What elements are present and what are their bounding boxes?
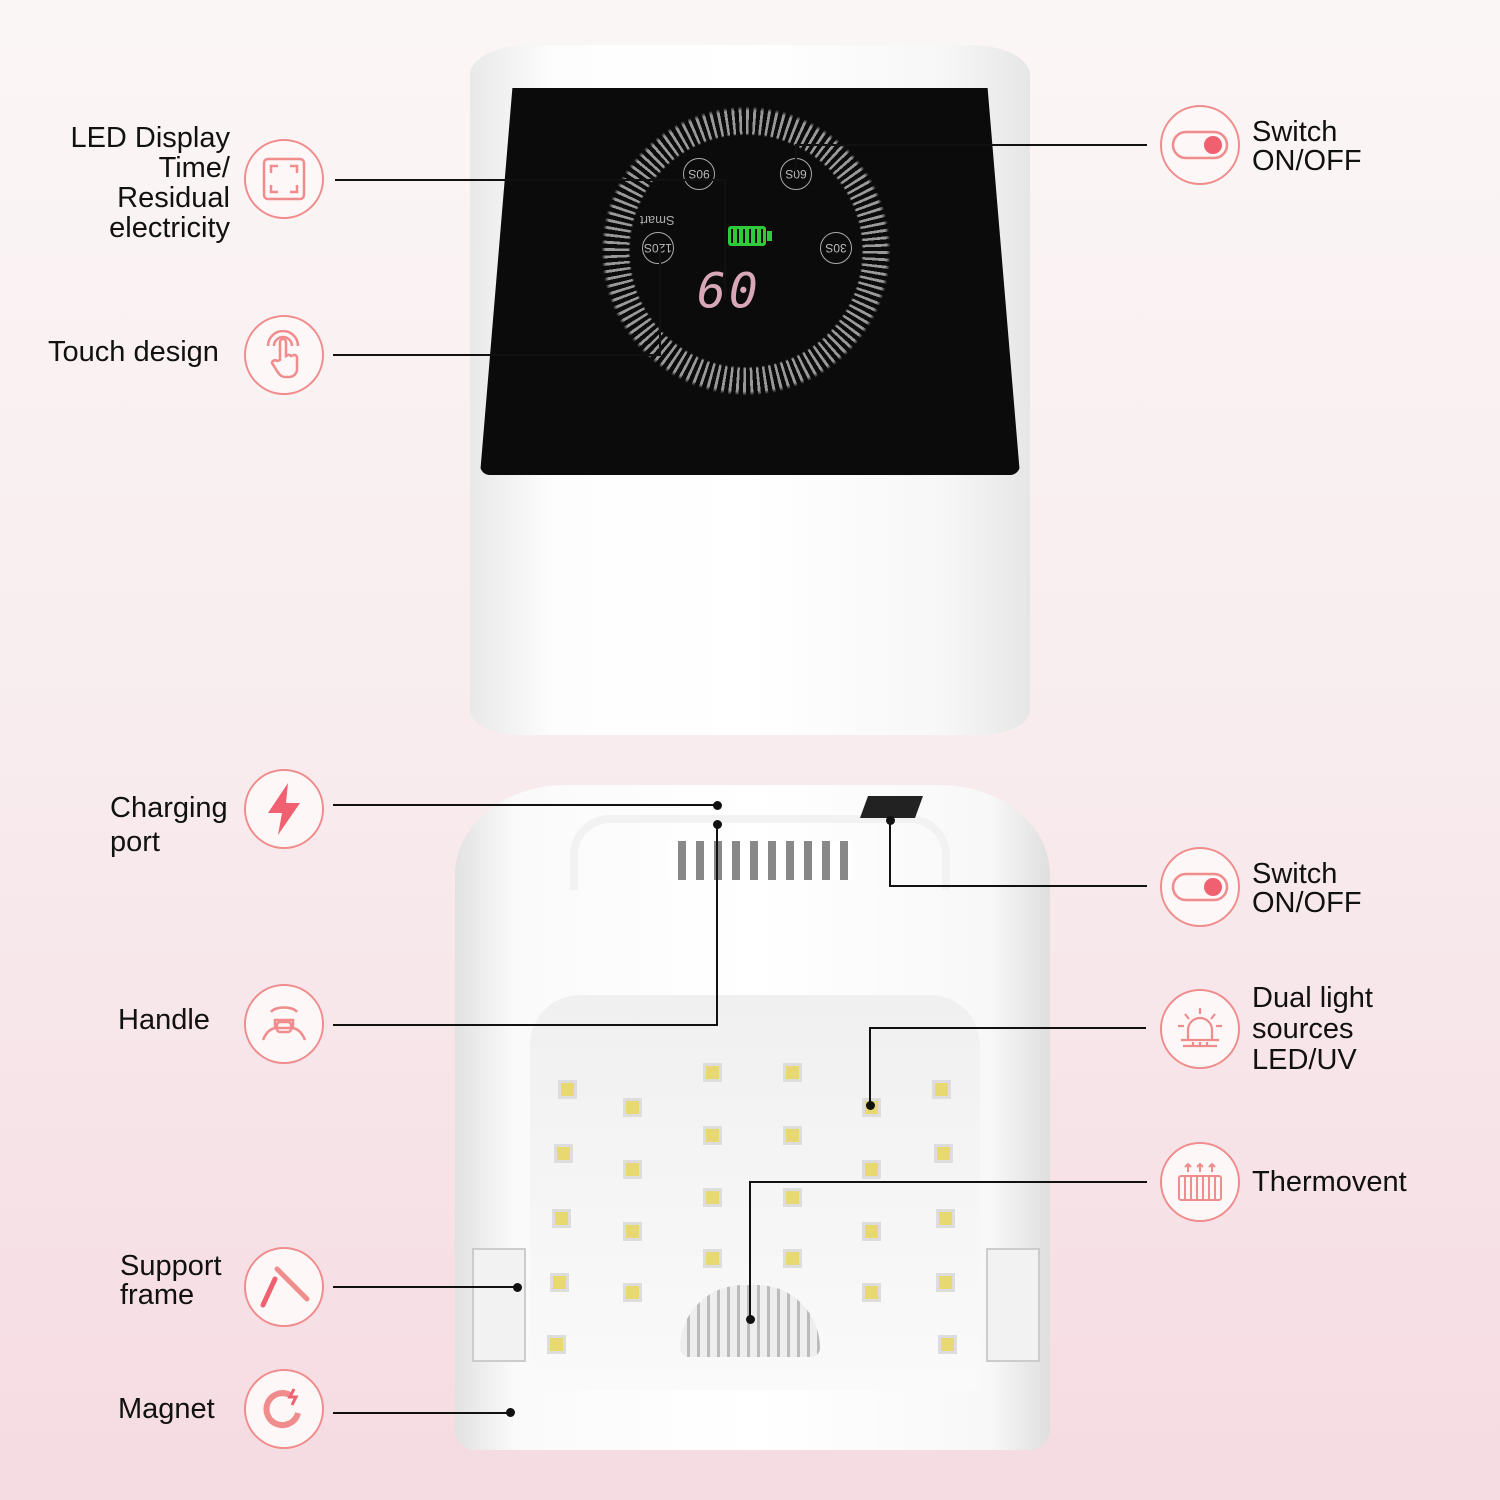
label-switch-bottom: Switch ON/OFF	[1252, 858, 1362, 919]
led-chip	[623, 1160, 642, 1179]
label-charging-port: Charging port	[110, 792, 228, 858]
led-chip	[552, 1209, 571, 1228]
led-chip	[783, 1188, 802, 1207]
magnet-icon	[244, 1369, 324, 1449]
led-chip	[934, 1144, 953, 1163]
led-chip	[558, 1080, 577, 1099]
led-chip	[938, 1335, 957, 1354]
support-frame-left	[472, 1248, 526, 1362]
label-support-frame: Support frame	[120, 1250, 222, 1311]
label-thermovent: Thermovent	[1252, 1166, 1407, 1198]
label-touch-design: Touch design	[48, 336, 219, 368]
led-chip	[783, 1126, 802, 1145]
led-chip	[783, 1063, 802, 1082]
timer-button-90s[interactable]: 90S	[683, 158, 715, 190]
led-chip	[703, 1188, 722, 1207]
lightning-icon	[244, 769, 324, 849]
battery-icon	[728, 226, 766, 246]
light-source-icon	[1160, 989, 1240, 1069]
led-chip	[703, 1249, 722, 1268]
label-switch-top: Switch ON/OFF	[1252, 116, 1362, 177]
thermovent-icon	[1160, 1142, 1240, 1222]
led-chip	[936, 1209, 955, 1228]
led-chip	[703, 1063, 722, 1082]
led-chip	[623, 1098, 642, 1117]
led-chip	[936, 1273, 955, 1292]
led-chip	[623, 1283, 642, 1302]
label-handle: Handle	[118, 1004, 210, 1036]
display-icon	[244, 139, 324, 219]
smart-label: Smart	[640, 213, 675, 228]
power-switch[interactable]	[859, 796, 924, 818]
led-chip	[783, 1249, 802, 1268]
label-magnet: Magnet	[118, 1393, 215, 1425]
toggle-icon	[1160, 847, 1240, 927]
label-led-display: LED Display Time/ Residual electricity	[70, 122, 230, 244]
led-chip	[623, 1222, 642, 1241]
dotted-ring	[600, 105, 892, 397]
timer-button-120s[interactable]: 120S	[642, 232, 674, 264]
label-dual-light: Dual light sources LED/UV	[1252, 982, 1373, 1076]
timer-button-30s[interactable]: 30S	[820, 232, 852, 264]
support-frame-icon	[244, 1247, 324, 1327]
toggle-icon	[1160, 105, 1240, 185]
led-chip	[703, 1126, 722, 1145]
led-chip	[932, 1080, 951, 1099]
led-chip	[862, 1222, 881, 1241]
led-chip	[862, 1283, 881, 1302]
led-chip	[547, 1335, 566, 1354]
led-chip	[862, 1160, 881, 1179]
battery-tip	[767, 231, 772, 241]
handle[interactable]	[570, 815, 950, 890]
handle-icon	[244, 984, 324, 1064]
support-frame-right	[986, 1248, 1040, 1362]
led-chip	[550, 1273, 569, 1292]
led-chip	[554, 1144, 573, 1163]
touch-icon	[244, 315, 324, 395]
